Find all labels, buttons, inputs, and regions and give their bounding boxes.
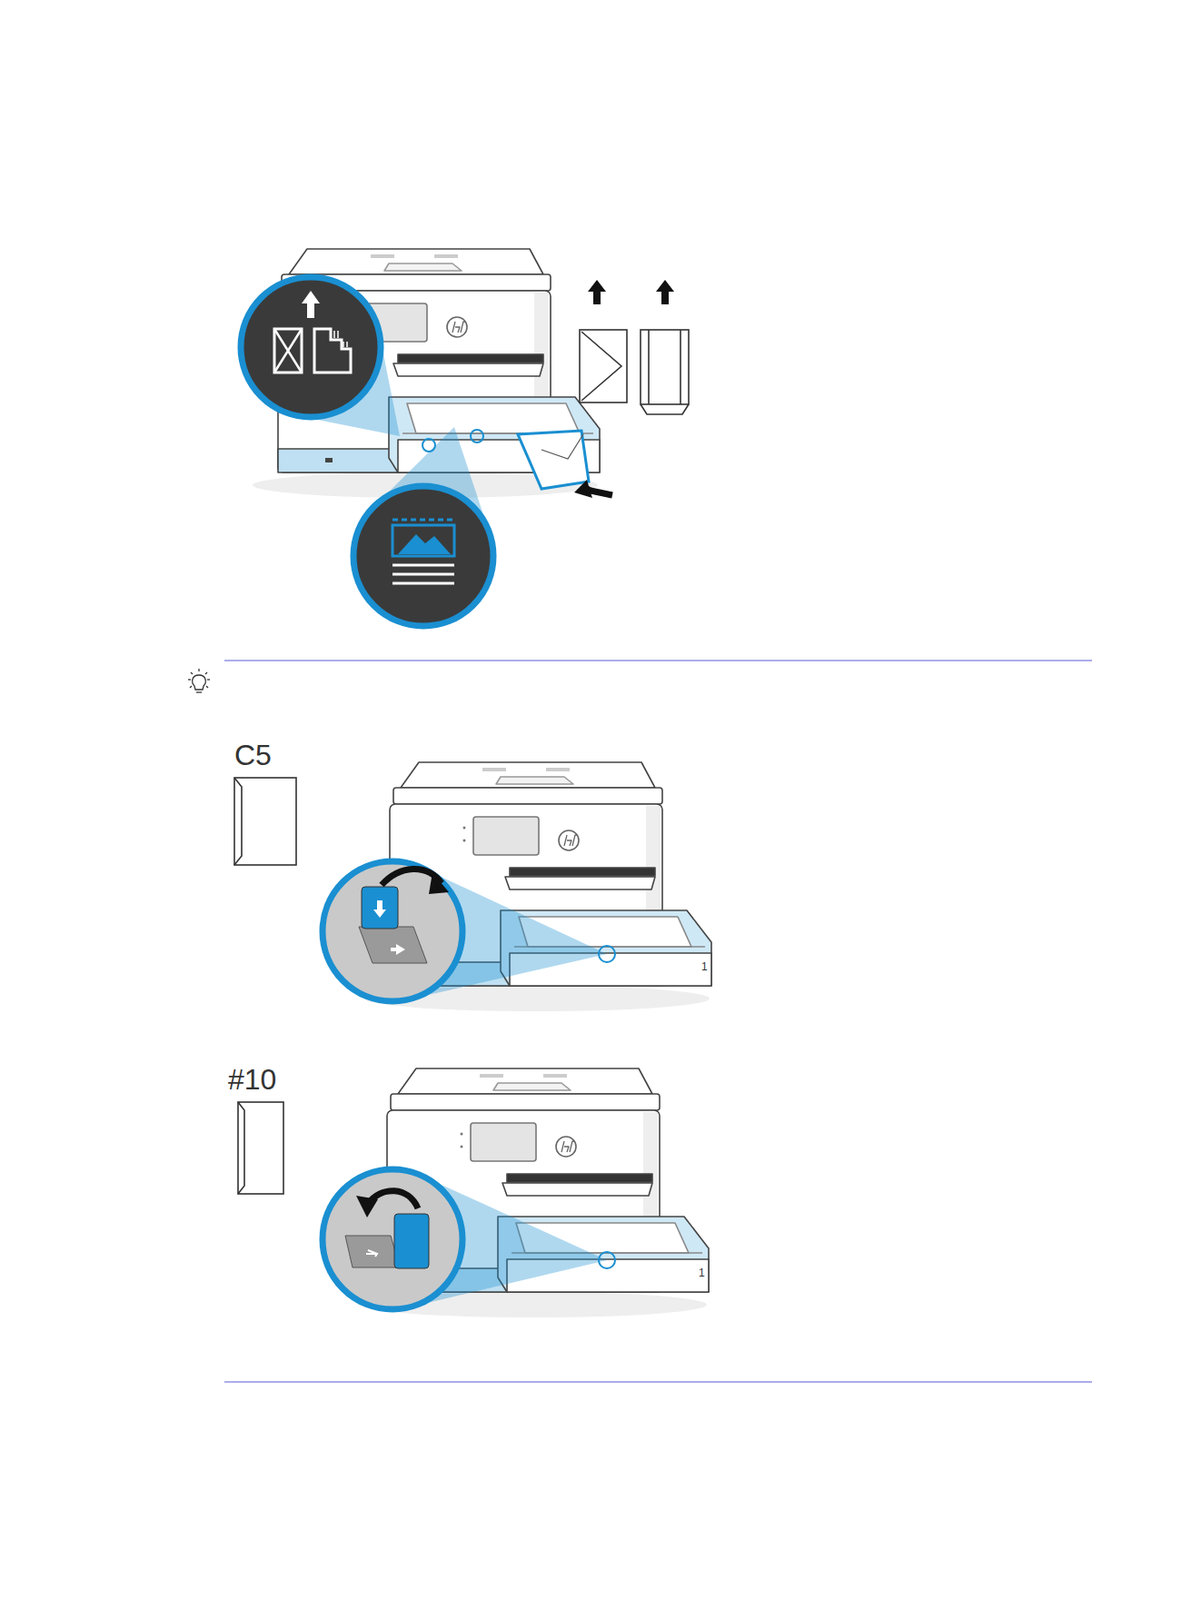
size-label: #10: [228, 1064, 277, 1094]
envelope-flap: [541, 434, 584, 459]
direction-arrow: [587, 279, 606, 305]
rule-line: [224, 660, 1093, 662]
envelope-icon: [238, 1102, 284, 1194]
push-arrow: [590, 490, 613, 496]
size-label: C5: [234, 740, 272, 770]
guide-marker: [598, 1251, 616, 1269]
tray-number: 1: [698, 1267, 706, 1279]
envelope-icon: [234, 777, 297, 865]
tip-icon: [188, 668, 210, 693]
direction-arrow: [655, 279, 675, 305]
print-side-callout: [353, 486, 494, 626]
orientation-callout: [240, 277, 381, 418]
guide-callout: [322, 1169, 463, 1310]
rule-line: [224, 1381, 1093, 1383]
guide-callout: [322, 861, 463, 1002]
envelope-icon: [579, 329, 627, 403]
guide-marker: [470, 429, 484, 443]
tray-number: 1: [701, 961, 708, 973]
guide-marker: [598, 945, 616, 963]
envelope: [517, 430, 589, 489]
envelope-icon: [640, 329, 689, 415]
